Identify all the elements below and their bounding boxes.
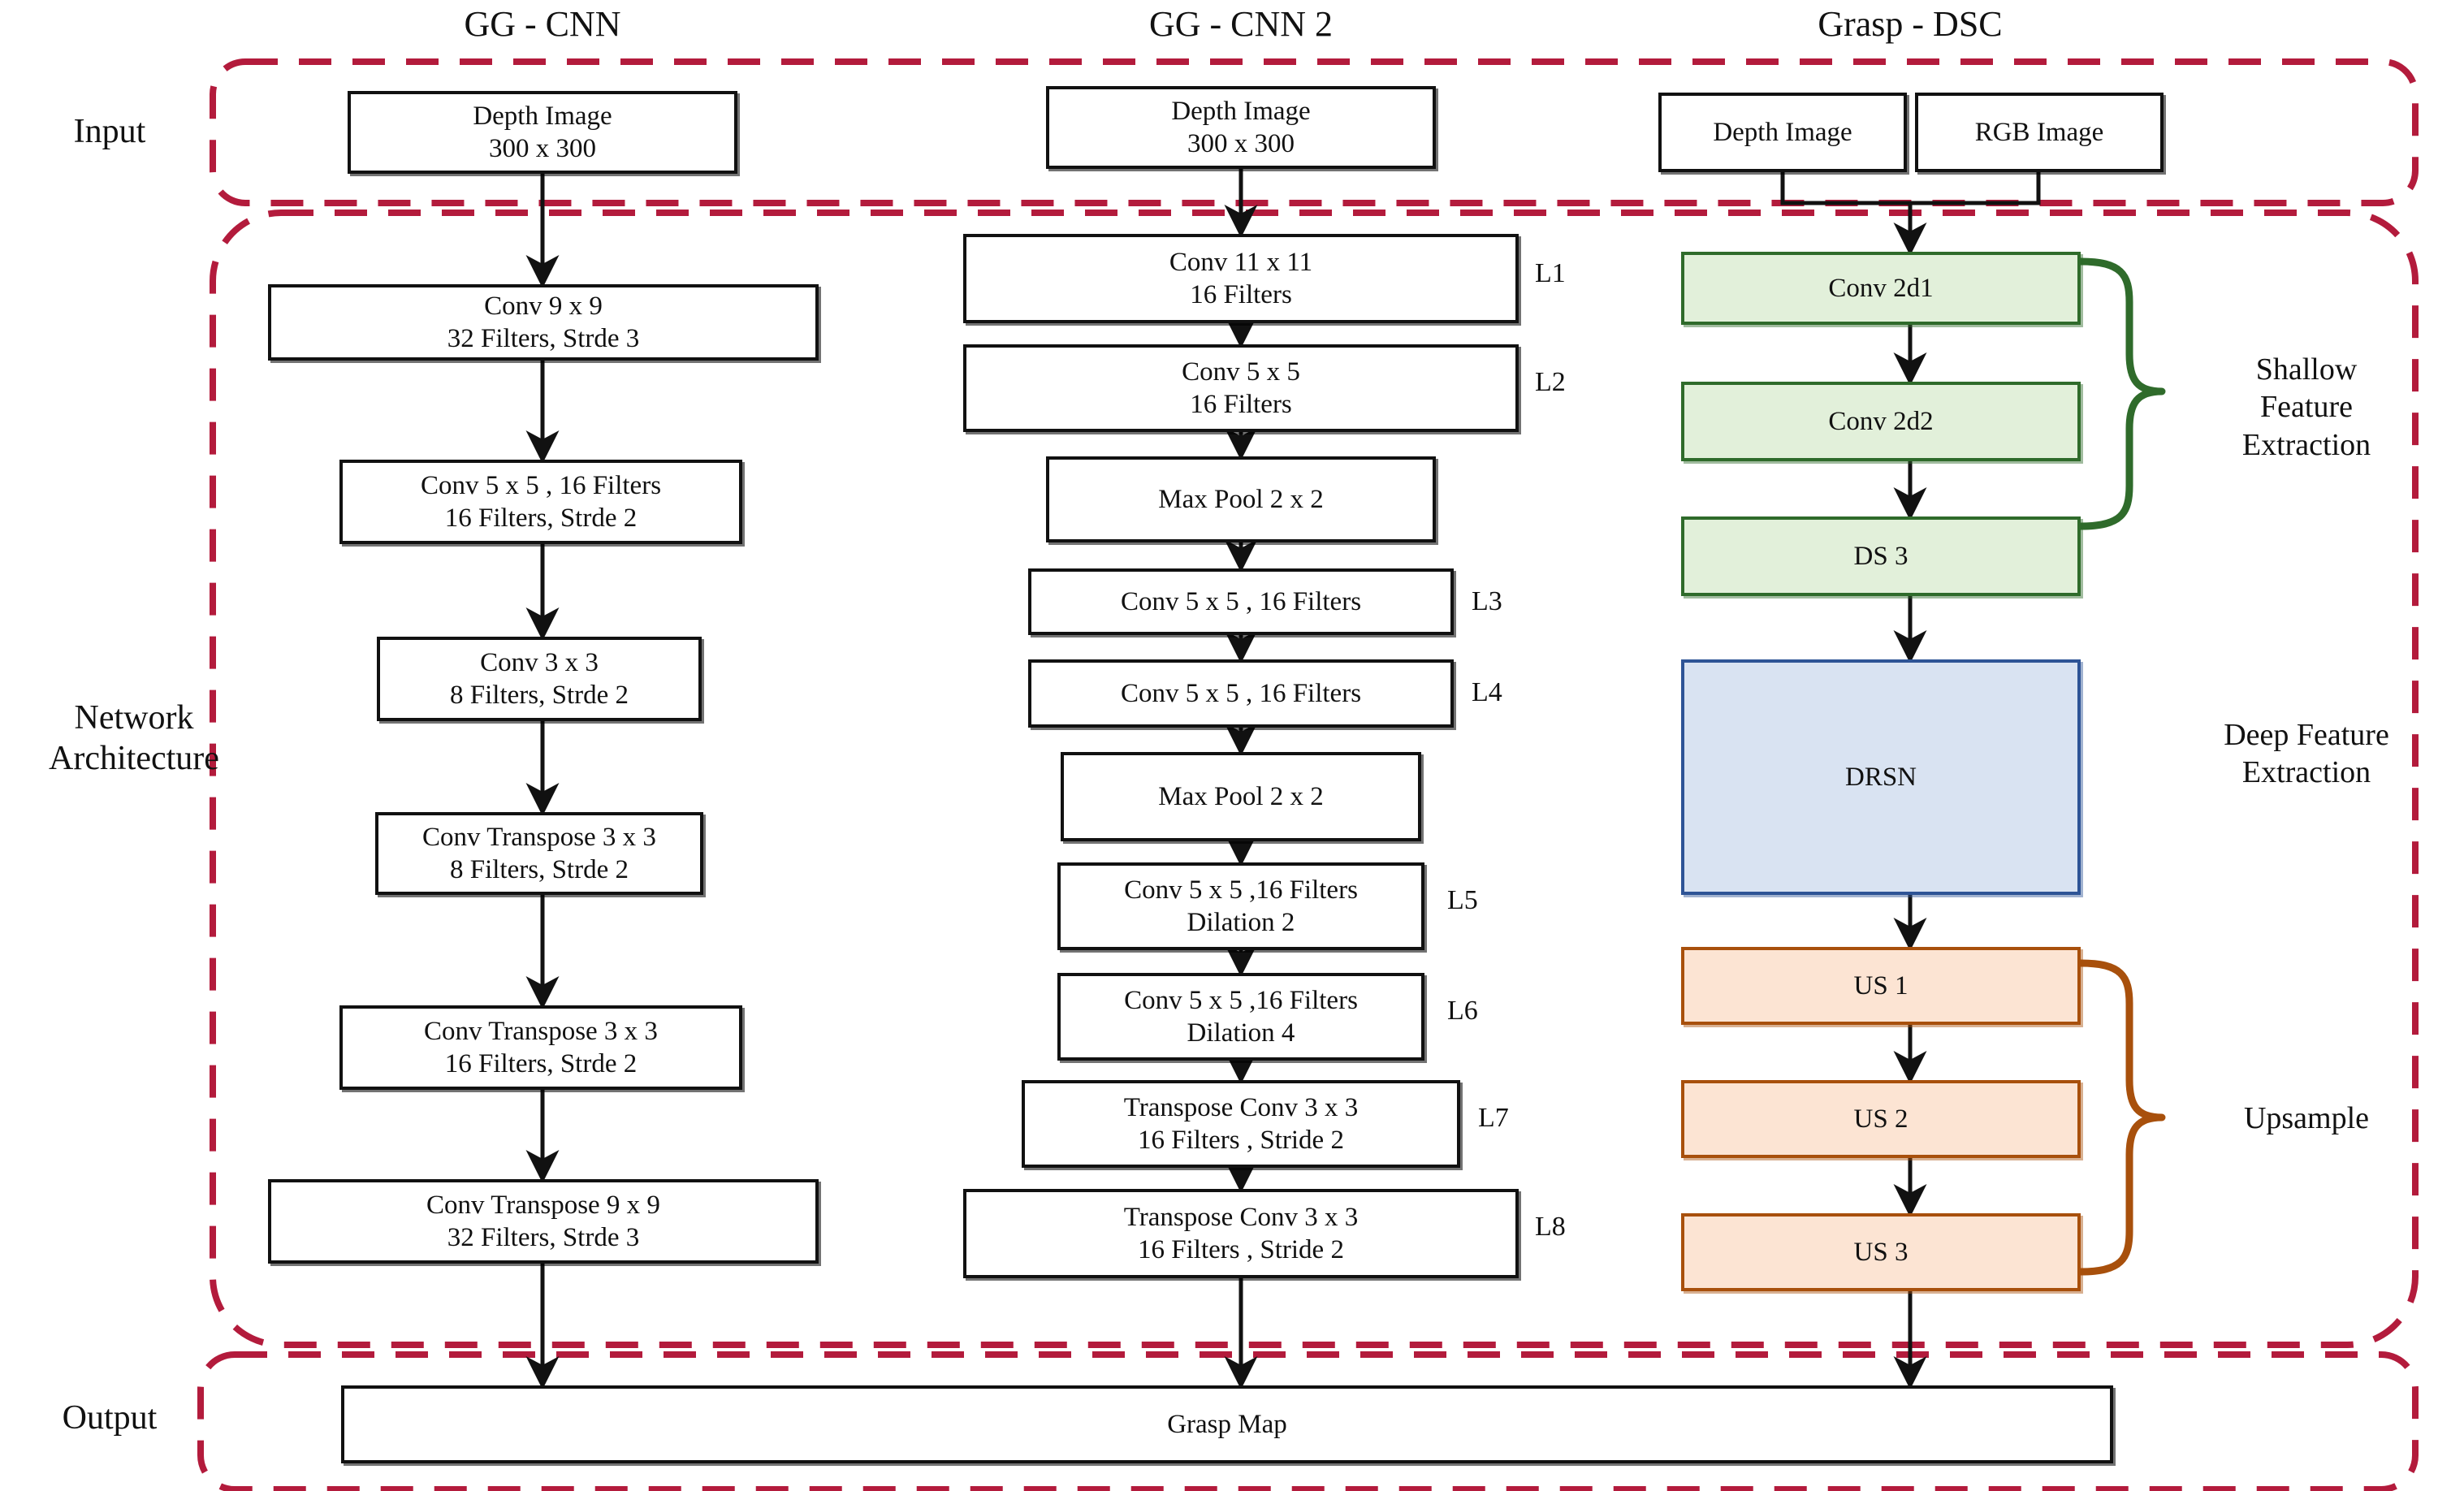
ggcnn2-input-box[interactable]: Depth Image 300 x 300 [1046, 86, 1436, 169]
ggcnn2-layer-2[interactable]: Conv 5 x 5 16 Filters [963, 344, 1519, 432]
ggcnn-input-line1: Depth Image [473, 101, 612, 131]
ggcnn-layer-3-line1: Conv 3 x 3 [480, 647, 599, 677]
ggcnn2-tag-L7: L7 [1478, 1103, 1509, 1133]
graspdsc-conv2d2-label: Conv 2d2 [1828, 406, 1934, 436]
column-title-grasp-dsc: Grasp - DSC [1818, 4, 2003, 44]
ggcnn2-layer-10-line2: 16 Filters , Stride 2 [1138, 1235, 1344, 1264]
graspdsc-us2[interactable]: US 2 [1681, 1080, 2081, 1158]
ggcnn2-layer-4[interactable]: Conv 5 x 5 , 16 Filters [1028, 568, 1454, 635]
graspdsc-input-depth-label: Depth Image [1713, 117, 1852, 147]
ggcnn-input-line2: 300 x 300 [488, 134, 596, 163]
ggcnn2-layer-1[interactable]: Conv 11 x 11 16 Filters [963, 234, 1519, 323]
ggcnn2-tag-L8: L8 [1535, 1212, 1566, 1242]
ggcnn2-layer-7-line2: Dilation 2 [1187, 908, 1295, 937]
ggcnn2-layer-9[interactable]: Transpose Conv 3 x 3 16 Filters , Stride… [1022, 1080, 1460, 1168]
ggcnn2-layer-3[interactable]: Max Pool 2 x 2 [1046, 456, 1436, 542]
graspdsc-ds3-label: DS 3 [1853, 541, 1909, 571]
shallow-brace [2077, 257, 2166, 530]
ggcnn-layer-2-line2: 16 Filters, Strde 2 [444, 503, 638, 533]
ggcnn2-layer-7-line1: Conv 5 x 5 ,16 Filters [1124, 875, 1358, 905]
ggcnn2-input-line2: 300 x 300 [1187, 129, 1295, 158]
graspdsc-drsn[interactable]: DRSN [1681, 659, 2081, 895]
ggcnn-layer-4[interactable]: Conv Transpose 3 x 3 8 Filters, Strde 2 [375, 812, 703, 895]
row-label-network-line2: Architecture [49, 739, 219, 777]
ggcnn2-layer-6[interactable]: Max Pool 2 x 2 [1061, 752, 1421, 841]
ggcnn-layer-5[interactable]: Conv Transpose 3 x 3 16 Filters, Strde 2 [339, 1005, 742, 1090]
row-label-output: Output [62, 1399, 158, 1437]
ggcnn2-layer-5-line1: Conv 5 x 5 , 16 Filters [1120, 678, 1362, 708]
ggcnn2-layer-1-line1: Conv 11 x 11 [1169, 247, 1313, 277]
row-label-network: Network Architecture [16, 698, 252, 779]
group-label-upsample: Upsample [2177, 1100, 2436, 1137]
ggcnn2-layer-6-line1: Max Pool 2 x 2 [1158, 781, 1324, 811]
ggcnn-layer-2-line1: Conv 5 x 5 , 16 Filters [420, 470, 662, 500]
output-grasp-map-label: Grasp Map [1167, 1409, 1287, 1439]
ggcnn-layer-3-line2: 8 Filters, Strde 2 [450, 681, 629, 710]
ggcnn2-layer-1-line2: 16 Filters [1190, 280, 1292, 309]
row-label-input: Input [73, 113, 146, 150]
ggcnn-layer-6[interactable]: Conv Transpose 9 x 9 32 Filters, Strde 3 [268, 1179, 819, 1264]
ggcnn-layer-4-line2: 8 Filters, Strde 2 [449, 855, 629, 884]
group-label-shallow-line3: Extraction [2241, 427, 2371, 462]
graspdsc-us1[interactable]: US 1 [1681, 947, 2081, 1025]
group-label-deep-line2: Extraction [2241, 755, 2371, 790]
graspdsc-us1-label: US 1 [1853, 970, 1909, 1000]
ggcnn2-layer-8-line1: Conv 5 x 5 ,16 Filters [1124, 985, 1358, 1015]
ggcnn2-layer-8-line2: Dilation 4 [1187, 1018, 1295, 1048]
ggcnn-layer-5-line1: Conv Transpose 3 x 3 [424, 1016, 658, 1046]
graspdsc-us3-label: US 3 [1853, 1237, 1909, 1267]
row-label-network-line1: Network [74, 699, 194, 737]
ggcnn-layer-1-line1: Conv 9 x 9 [484, 291, 603, 321]
ggcnn2-tag-L1: L1 [1535, 258, 1566, 288]
graspdsc-input-depth[interactable]: Depth Image [1658, 93, 1907, 172]
graspdsc-ds3[interactable]: DS 3 [1681, 516, 2081, 596]
ggcnn2-layer-2-line1: Conv 5 x 5 [1182, 357, 1300, 387]
ggcnn2-layer-9-line2: 16 Filters , Stride 2 [1138, 1126, 1344, 1155]
ggcnn2-layer-7[interactable]: Conv 5 x 5 ,16 Filters Dilation 2 [1057, 862, 1424, 950]
ggcnn2-layer-3-line1: Max Pool 2 x 2 [1158, 484, 1324, 514]
ggcnn2-layer-10[interactable]: Transpose Conv 3 x 3 16 Filters , Stride… [963, 1189, 1519, 1278]
ggcnn2-layer-9-line1: Transpose Conv 3 x 3 [1123, 1092, 1359, 1122]
group-label-shallow: Shallow Feature Extraction [2177, 351, 2436, 464]
ggcnn2-tag-L3: L3 [1472, 586, 1502, 616]
ggcnn-layer-1-line2: 32 Filters, Strde 3 [447, 324, 640, 353]
graspdsc-input-rgb-label: RGB Image [1974, 117, 2104, 147]
group-label-shallow-line1: Shallow [2255, 352, 2358, 387]
graspdsc-us2-label: US 2 [1853, 1104, 1909, 1134]
graspdsc-drsn-label: DRSN [1844, 762, 1917, 792]
ggcnn2-input-line1: Depth Image [1171, 96, 1311, 126]
upsample-brace [2077, 959, 2166, 1276]
ggcnn-layer-5-line2: 16 Filters, Strde 2 [444, 1049, 638, 1078]
ggcnn-layer-6-line2: 32 Filters, Strde 3 [447, 1223, 640, 1252]
ggcnn2-tag-L2: L2 [1535, 367, 1566, 397]
graspdsc-conv2d1[interactable]: Conv 2d1 [1681, 252, 2081, 325]
column-title-gg-cnn-2: GG - CNN 2 [1148, 4, 1334, 44]
ggcnn2-layer-4-line1: Conv 5 x 5 , 16 Filters [1120, 586, 1362, 616]
ggcnn-input-box[interactable]: Depth Image 300 x 300 [348, 91, 737, 174]
ggcnn-layer-3[interactable]: Conv 3 x 3 8 Filters, Strde 2 [377, 637, 702, 721]
output-grasp-map-box[interactable]: Grasp Map [341, 1385, 2113, 1463]
group-label-deep: Deep Feature Extraction [2177, 716, 2436, 792]
ggcnn2-tag-L5: L5 [1447, 885, 1478, 915]
ggcnn2-tag-L4: L4 [1472, 677, 1502, 707]
ggcnn-layer-4-line1: Conv Transpose 3 x 3 [422, 822, 656, 852]
graspdsc-conv2d2[interactable]: Conv 2d2 [1681, 382, 2081, 461]
graspdsc-conv2d1-label: Conv 2d1 [1828, 273, 1934, 303]
ggcnn-layer-2[interactable]: Conv 5 x 5 , 16 Filters 16 Filters, Strd… [339, 460, 742, 544]
ggcnn2-layer-5[interactable]: Conv 5 x 5 , 16 Filters [1028, 659, 1454, 728]
graspdsc-us3[interactable]: US 3 [1681, 1213, 2081, 1291]
group-label-deep-line1: Deep Feature [2224, 718, 2389, 752]
group-label-shallow-line2: Feature [2260, 390, 2353, 425]
ggcnn-layer-6-line1: Conv Transpose 9 x 9 [426, 1190, 660, 1220]
column-title-gg-cnn: GG - CNN [464, 4, 621, 44]
ggcnn2-layer-8[interactable]: Conv 5 x 5 ,16 Filters Dilation 4 [1057, 973, 1424, 1061]
group-label-upsample-line1: Upsample [2243, 1101, 2370, 1135]
ggcnn-layer-1[interactable]: Conv 9 x 9 32 Filters, Strde 3 [268, 284, 819, 361]
graspdsc-input-rgb[interactable]: RGB Image [1915, 93, 2164, 172]
ggcnn2-layer-2-line2: 16 Filters [1190, 390, 1292, 419]
ggcnn2-tag-L6: L6 [1447, 996, 1478, 1026]
ggcnn2-layer-10-line1: Transpose Conv 3 x 3 [1123, 1202, 1359, 1232]
